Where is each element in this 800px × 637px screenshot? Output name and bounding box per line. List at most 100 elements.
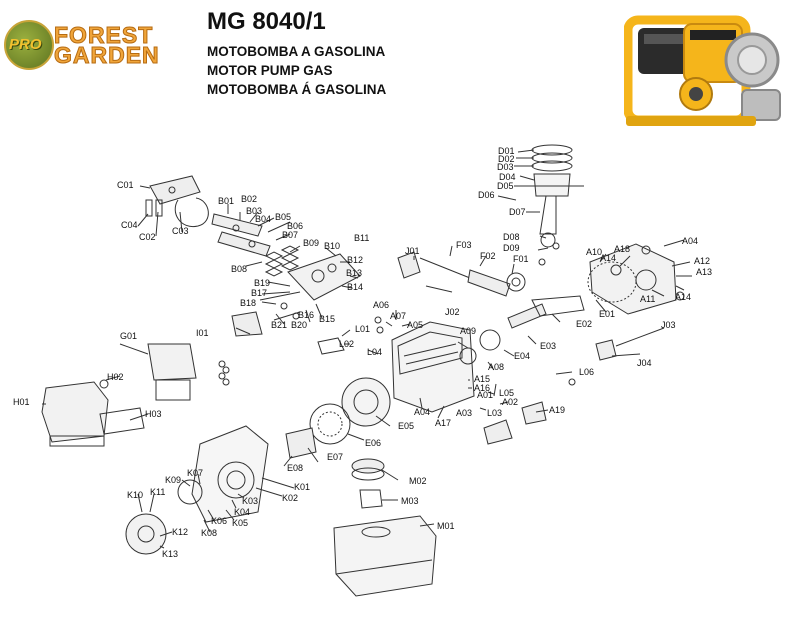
part-label-B18: B18	[240, 298, 257, 308]
part-label-C03: C03	[172, 226, 189, 236]
part-label-C02: C02	[139, 232, 156, 242]
part-label-B14: B14	[347, 282, 364, 292]
part-label-A14: A14	[675, 292, 692, 302]
part-label-B15: B15	[319, 314, 336, 324]
part-label-L06: L06	[579, 367, 595, 377]
part-label-A16: A16	[474, 383, 491, 393]
part-label-A10: A10	[586, 247, 603, 257]
brand-line-garden: GARDEN	[54, 42, 160, 68]
part-label-H01: H01	[13, 397, 30, 407]
part-label-M03: M03	[401, 496, 419, 506]
part-label-B20: B20	[291, 320, 308, 330]
part-label-L04: L04	[367, 347, 383, 357]
part-label-A19: A19	[549, 405, 566, 415]
part-label-F02: F02	[480, 251, 496, 261]
part-label-K11: K11	[150, 487, 166, 497]
part-label-L05: L05	[499, 388, 515, 398]
part-label-D04: D04	[499, 172, 516, 182]
part-label-A15: A15	[474, 374, 491, 384]
part-label-A08: A08	[488, 362, 505, 372]
part-label-M01: M01	[437, 521, 455, 531]
part-label-B07: B07	[282, 230, 299, 240]
description-en: MOTOR PUMP GAS	[207, 63, 333, 78]
part-label-D09: D09	[503, 243, 520, 253]
part-label-L03: L03	[487, 408, 503, 418]
part-label-J01: J01	[405, 246, 420, 256]
part-label-D03: D03	[497, 162, 514, 172]
part-label-K01: K01	[294, 482, 311, 492]
part-label-B11: B11	[354, 233, 370, 243]
part-label-D07: D07	[509, 207, 526, 217]
part-label-K07: K07	[187, 468, 204, 478]
part-label-C01: C01	[117, 180, 134, 190]
part-label-A13: A13	[696, 267, 713, 277]
part-label-B05: B05	[275, 212, 292, 222]
part-label-E02: E02	[576, 319, 593, 329]
seal-text: PRO	[9, 36, 42, 53]
part-label-J02: J02	[445, 307, 460, 317]
description-pt: MOTOBOMBA A GASOLINA	[207, 44, 386, 59]
part-label-C04: C04	[121, 220, 138, 230]
part-label-L02: L02	[339, 339, 355, 349]
part-label-K06: K06	[211, 516, 228, 526]
part-label-B08: B08	[231, 264, 248, 274]
description-gl: MOTOBOMBA Á GASOLINA	[207, 82, 387, 97]
part-label-A18: A18	[614, 244, 631, 254]
part-label-E06: E06	[365, 438, 382, 448]
part-label-A06: A06	[373, 300, 390, 310]
part-label-K12: K12	[172, 527, 189, 537]
part-label-K09: K09	[165, 475, 182, 485]
part-label-K05: K05	[232, 518, 249, 528]
part-label-J04: J04	[637, 358, 652, 368]
part-label-B19: B19	[254, 278, 271, 288]
part-label-B04: B04	[255, 214, 272, 224]
part-label-A05: A05	[407, 320, 424, 330]
part-label-E05: E05	[398, 421, 415, 431]
part-label-B09: B09	[303, 238, 320, 248]
exploded-parts-diagram	[41, 144, 692, 597]
title-block: MG 8040/1 MOTOBOMBA A GASOLINA MOTOR PUM…	[207, 8, 386, 99]
part-label-M02: M02	[409, 476, 427, 486]
part-label-A09: A09	[460, 326, 477, 336]
part-label-A11: A11	[640, 294, 656, 304]
part-label-A02: A02	[502, 397, 519, 407]
model-number: MG 8040/1	[207, 8, 326, 35]
part-label-A04b: A04	[682, 236, 699, 246]
part-label-A17: A17	[435, 418, 452, 428]
part-label-K08: K08	[201, 528, 218, 538]
part-label-B03: B03	[246, 206, 263, 216]
part-label-B17: B17	[251, 288, 268, 298]
brand-logo: PRO FOREST GARDEN	[4, 20, 194, 70]
part-label-F03: F03	[456, 240, 472, 250]
part-label-K13: K13	[162, 549, 179, 559]
part-label-I01: I01	[196, 328, 209, 338]
part-label-E03: E03	[540, 341, 557, 351]
part-label-A14b: A14	[600, 253, 617, 263]
part-label-A01: A01	[477, 390, 494, 400]
part-label-A03: A03	[456, 408, 473, 418]
part-label-B12: B12	[347, 255, 364, 265]
part-label-G01: G01	[120, 331, 138, 341]
part-label-B06: B06	[287, 221, 304, 231]
part-label-E01: E01	[599, 309, 616, 319]
part-label-D02: D02	[498, 154, 515, 164]
part-label-D06: D06	[478, 190, 495, 200]
part-label-A07: A07	[390, 311, 407, 321]
part-label-D08: D08	[503, 232, 520, 242]
part-label-E04: E04	[514, 351, 531, 361]
part-label-H03: H03	[145, 409, 162, 419]
part-label-K10: K10	[127, 490, 144, 500]
part-label-L01: L01	[355, 324, 371, 334]
part-label-B21: B21	[271, 320, 288, 330]
motor-pump-photo	[624, 15, 781, 126]
part-label-K02: K02	[282, 493, 299, 503]
part-label-A04: A04	[414, 407, 431, 417]
part-label-D05: D05	[497, 181, 514, 191]
part-label-B10: B10	[324, 241, 341, 251]
part-label-B01: B01	[218, 196, 235, 206]
part-label-E08: E08	[287, 463, 304, 473]
brand-line-forest: FOREST	[53, 22, 154, 48]
part-label-B16: B16	[298, 310, 315, 320]
part-label-J03: J03	[661, 320, 676, 330]
part-label-A12: A12	[694, 256, 711, 266]
